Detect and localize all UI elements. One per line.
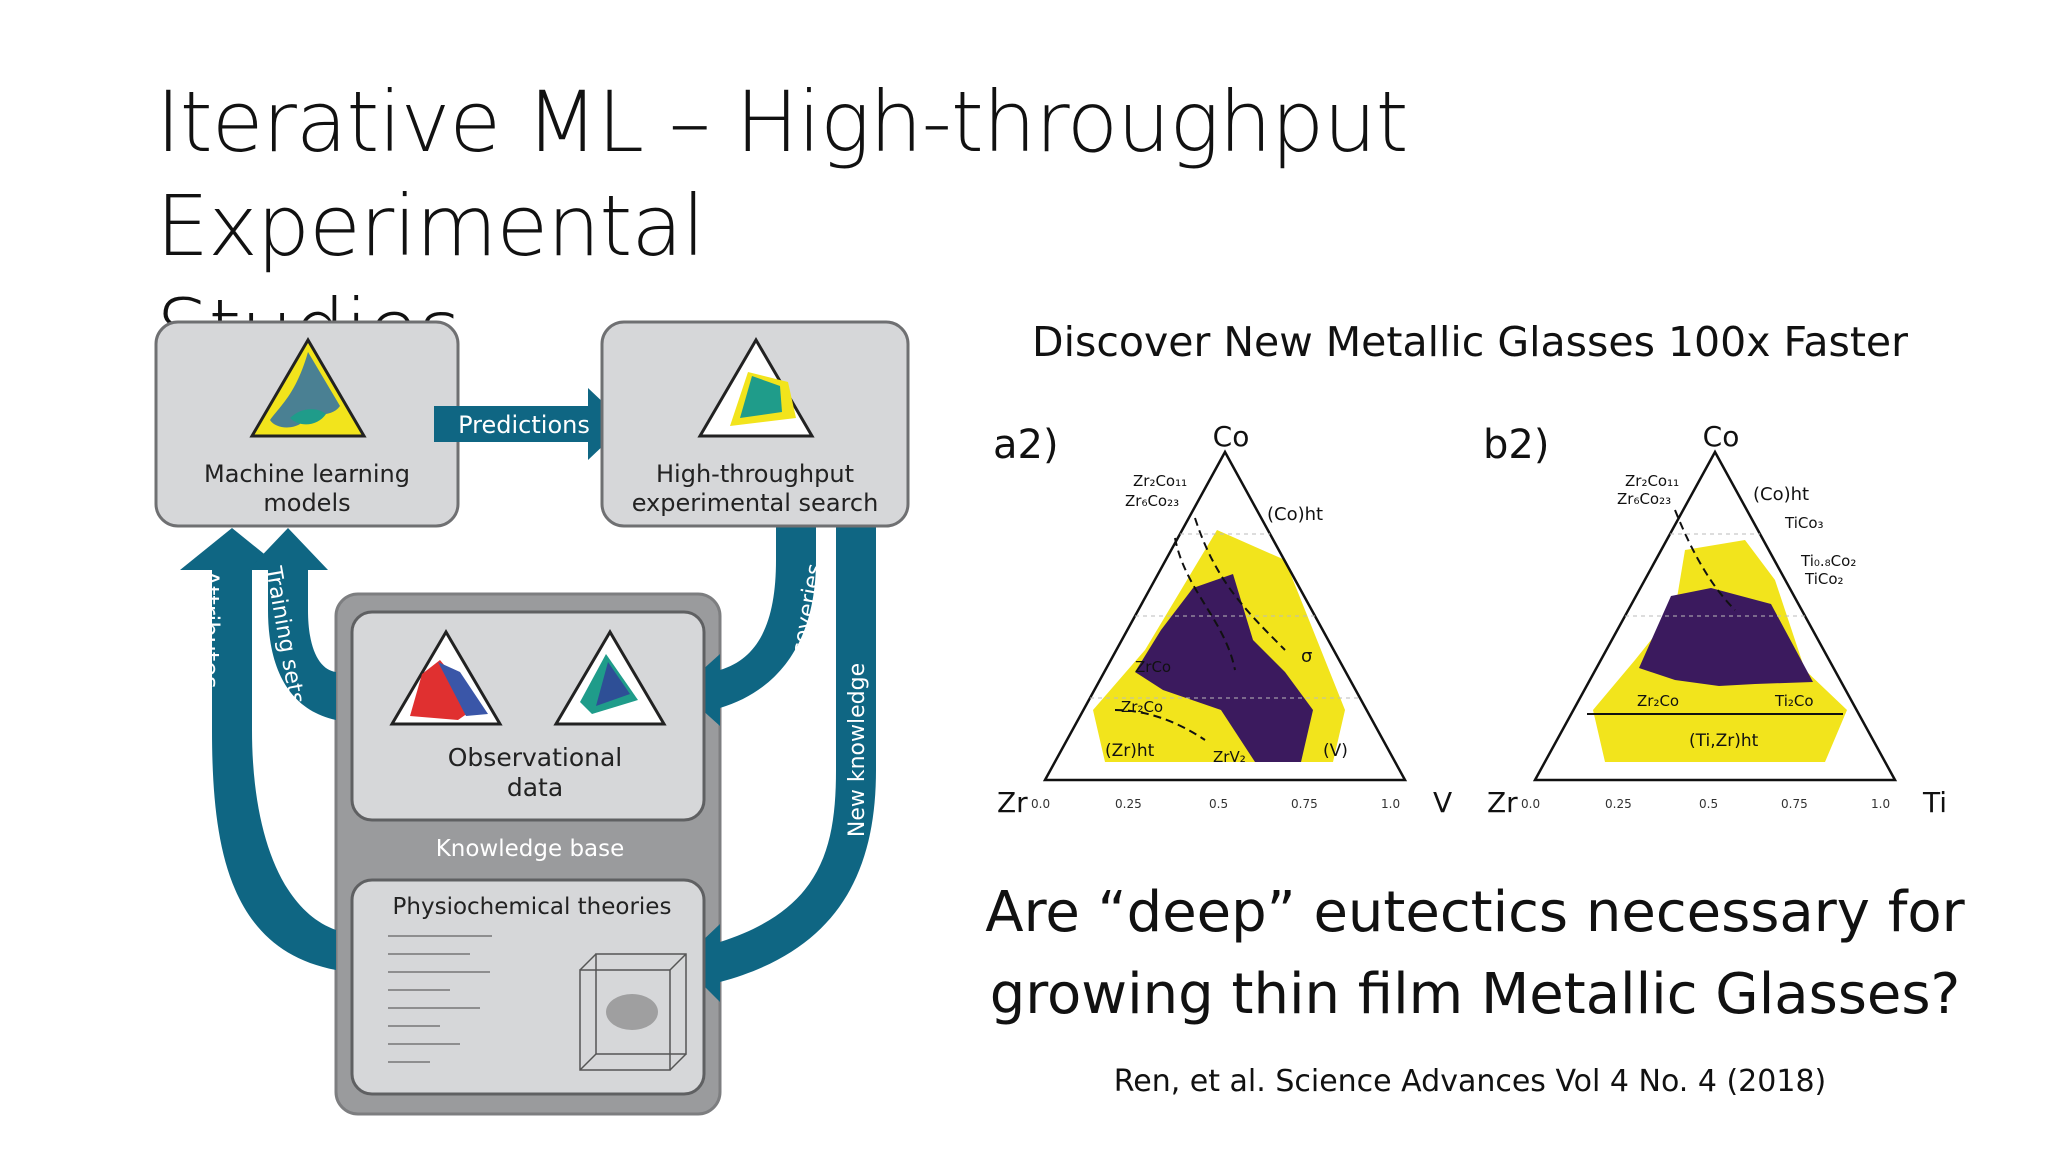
predictions-label: Predictions	[458, 411, 590, 439]
ternary-b-boundaries	[1587, 509, 1843, 715]
theories-box	[350, 878, 706, 1096]
observational-label-1: Observational	[448, 743, 623, 772]
svg-text:Zr₂Co: Zr₂Co	[1637, 692, 1679, 710]
svg-text:0.25: 0.25	[1605, 797, 1632, 811]
svg-text:Zr₂Co₁₁: Zr₂Co₁₁	[1133, 472, 1187, 490]
ternary-a-grid	[1090, 533, 1360, 699]
svg-text:σ: σ	[1301, 646, 1312, 667]
ml-models-label-1: Machine learning	[204, 460, 410, 488]
svg-text:(Zr)ht: (Zr)ht	[1105, 741, 1155, 761]
knowledge-base-label: Knowledge base	[436, 836, 625, 862]
svg-text:0.0: 0.0	[1521, 797, 1540, 811]
svg-text:0.5: 0.5	[1209, 797, 1228, 811]
svg-text:0.0: 0.0	[1031, 797, 1050, 811]
new-knowledge-label: New knowledge	[845, 663, 870, 837]
svg-text:1.0: 1.0	[1871, 797, 1890, 811]
svg-text:0.5: 0.5	[1699, 797, 1718, 811]
attributes-label: Attributes	[196, 570, 224, 688]
discoveries-arrow	[680, 526, 816, 726]
ternary-diagram-a2: a2) Co Zr V Zr₂Co₁₁ Zr₆Co₂₃ (Co)ht σ ZrC…	[993, 420, 1452, 819]
observational-label-2: data	[507, 773, 563, 802]
svg-text:Zr₂Co: Zr₂Co	[1121, 698, 1163, 716]
ternary-b-top-label: Co	[1703, 420, 1740, 453]
svg-text:(Ti,Zr)ht: (Ti,Zr)ht	[1689, 731, 1759, 751]
equations-graphic	[388, 935, 492, 1063]
ml-triangle-heatmap	[270, 352, 340, 428]
ht-search-label-1: High-throughput	[656, 460, 854, 488]
slide-title: Iterative ML – High-throughput Experimen…	[156, 70, 1956, 382]
ternary-a-boundaries	[1114, 517, 1286, 741]
training-sets-arrow	[248, 528, 336, 720]
svg-text:0.25: 0.25	[1115, 797, 1142, 811]
simulation-cube-graphic	[579, 953, 687, 1071]
svg-text:ZrCo: ZrCo	[1135, 658, 1171, 676]
ternary-a-ticks: 0.0 0.25 0.5 0.75 1.0	[1031, 797, 1400, 811]
theories-label: Physiochemical theories	[393, 894, 672, 920]
ternary-a-purple-region	[1135, 574, 1313, 762]
svg-text:(V): (V)	[1323, 741, 1348, 761]
ternary-diagram-b2: b2) Co Zr Ti Zr₂Co₁₁ Zr₆Co₂₃ (Co)ht TiCo…	[1483, 420, 1947, 819]
svg-text:TiCo₃: TiCo₃	[1784, 514, 1824, 532]
ternary-a-phase-labels: Zr₂Co₁₁ Zr₆Co₂₃ (Co)ht σ ZrCo Zr₂Co (Zr)…	[1105, 472, 1348, 766]
ternary-b-purple-region	[1639, 588, 1813, 686]
question-line-2: growing thin film Metallic Glasses?	[989, 962, 1961, 1027]
svg-text:ZrV₂: ZrV₂	[1213, 748, 1246, 766]
ternary-b-ticks: 0.0 0.25 0.5 0.75 1.0	[1521, 797, 1890, 811]
ternary-a-left-label: Zr	[997, 786, 1028, 819]
svg-text:Zr₆Co₂₃: Zr₆Co₂₃	[1125, 492, 1179, 510]
attributes-arrow	[180, 528, 336, 970]
ht-search-label-2: experimental search	[632, 489, 879, 517]
question-text: Are “deep” eutectics necessary for growi…	[960, 872, 1990, 1036]
subtitle: Discover New Metallic Glasses 100x Faste…	[1032, 318, 1908, 366]
new-knowledge-arrow	[680, 526, 876, 1002]
svg-text:0.75: 0.75	[1781, 797, 1808, 811]
svg-text:Zr₆Co₂₃: Zr₆Co₂₃	[1617, 490, 1671, 508]
citation: Ren, et al. Science Advances Vol 4 No. 4…	[1113, 1064, 1827, 1099]
svg-text:Zr₂Co₁₁: Zr₂Co₁₁	[1625, 472, 1679, 490]
svg-text:0.75: 0.75	[1291, 797, 1318, 811]
ternary-b-grid	[1625, 533, 1805, 617]
svg-text:TiCo₂: TiCo₂	[1804, 570, 1844, 588]
svg-text:1.0: 1.0	[1381, 797, 1400, 811]
ternary-a-panel-label: a2)	[993, 422, 1059, 468]
ternary-a-top-label: Co	[1213, 420, 1250, 453]
ternary-b-panel-label: b2)	[1483, 422, 1549, 468]
ternary-b-right-label: Ti	[1922, 786, 1947, 819]
ternary-b-left-label: Zr	[1487, 786, 1518, 819]
ternary-a-right-label: V	[1433, 786, 1452, 819]
question-line-1: Are “deep” eutectics necessary for	[985, 880, 1965, 945]
ml-workflow-diagram: Machine learning models Predictions High…	[154, 320, 910, 1116]
svg-text:Ti₀.₈Co₂: Ti₀.₈Co₂	[1800, 552, 1856, 570]
ml-models-label-2: models	[263, 489, 350, 517]
title-line-1: Iterative ML – High-throughput Experimen…	[156, 73, 1409, 275]
ternary-b-phase-labels: Zr₂Co₁₁ Zr₆Co₂₃ (Co)ht TiCo₃ Ti₀.₈Co₂ Ti…	[1617, 472, 1856, 751]
svg-text:Ti₂Co: Ti₂Co	[1774, 692, 1814, 710]
predictions-arrow	[434, 388, 626, 460]
svg-text:(Co)ht: (Co)ht	[1267, 504, 1323, 525]
svg-text:(Co)ht: (Co)ht	[1753, 484, 1809, 505]
